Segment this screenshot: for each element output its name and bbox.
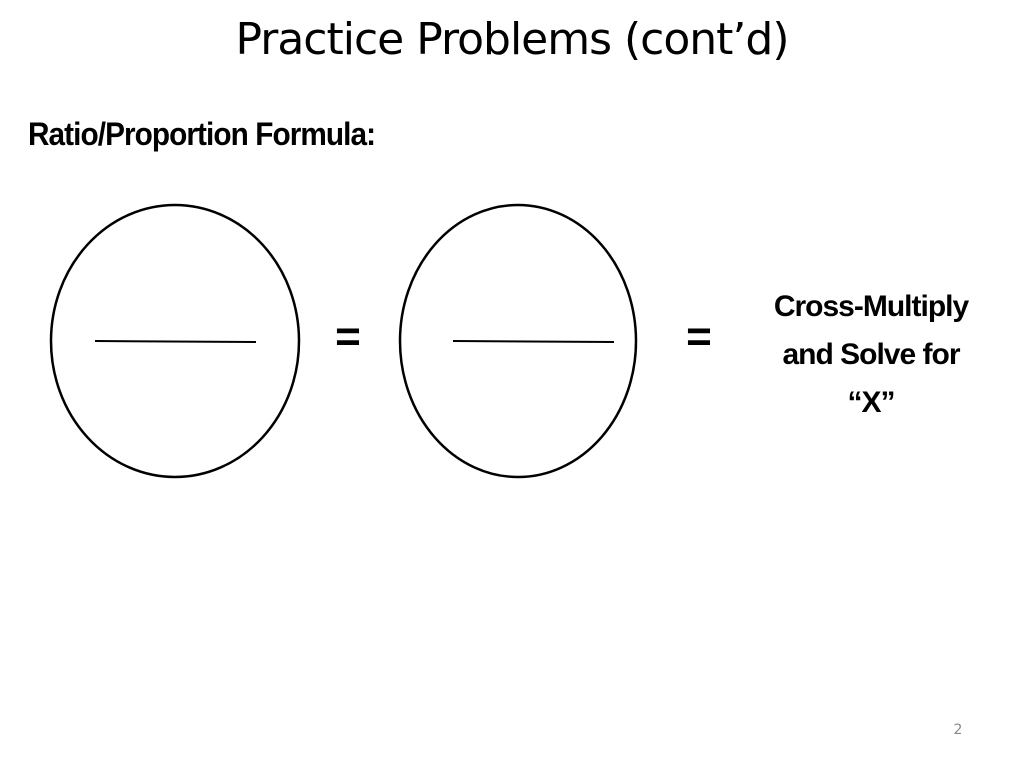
slide-title: Practice Problems (cont’d) <box>235 14 789 65</box>
page-number: 2 <box>953 722 963 738</box>
proportion-diagram <box>49 203 638 479</box>
instruction-line-3: “X” <box>847 386 895 419</box>
right-ratio-circle <box>398 203 638 479</box>
equals-sign-1: = <box>335 312 361 361</box>
left-ratio-circle <box>49 203 301 479</box>
right-fraction-bar <box>452 340 615 343</box>
cross-multiply-instruction: Cross-Multiply and Solve for “X” <box>740 283 1002 427</box>
equals-sign-2: = <box>686 312 712 361</box>
instruction-line-2: and Solve for <box>782 338 960 371</box>
instruction-line-1: Cross-Multiply <box>773 290 969 323</box>
formula-heading: Ratio/Proportion Formula: <box>28 116 376 152</box>
left-fraction-bar <box>94 340 257 343</box>
